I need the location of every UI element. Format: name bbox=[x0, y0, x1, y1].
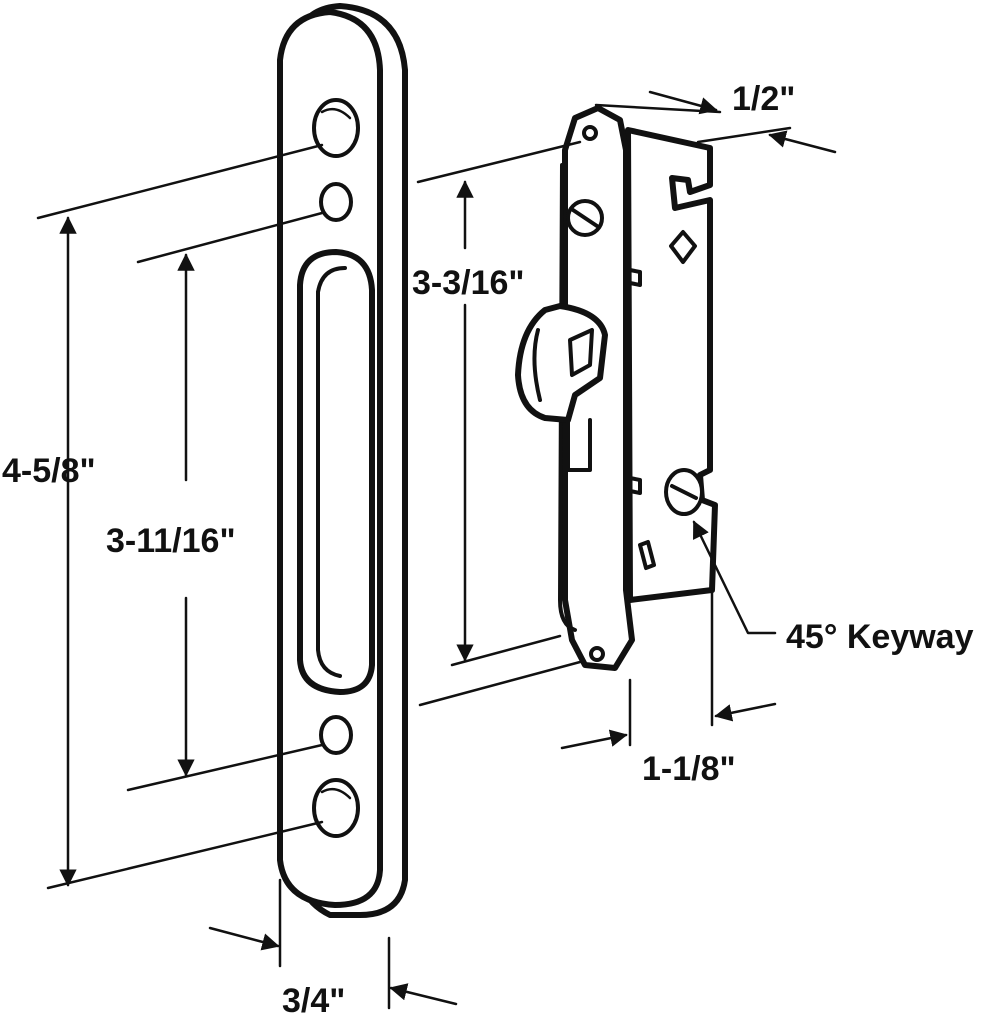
label-body-height: 3-3/16" bbox=[412, 264, 525, 302]
label-body-width: 1-1/8" bbox=[642, 750, 736, 788]
label-body-depth: 1/2" bbox=[732, 80, 795, 118]
label-slot-height: 3-11/16" bbox=[106, 522, 236, 560]
label-overall-height: 4-5/8" bbox=[2, 452, 96, 490]
dim-faceplate-width-left bbox=[208, 926, 280, 951]
strike-plate bbox=[277, 3, 408, 918]
screw-hole-bottom-small bbox=[319, 715, 353, 755]
dim-body-depth-right bbox=[768, 130, 837, 154]
dimension-labels: 4-5/8" 3-11/16" 3/4" 3-3/16" 1/2" 1-1/8"… bbox=[2, 80, 974, 1020]
keyway-leader bbox=[692, 520, 777, 635]
dim-faceplate-width-right bbox=[389, 983, 458, 1006]
dim-body-width-right bbox=[714, 702, 777, 722]
label-keyway: 45° Keyway bbox=[786, 618, 974, 656]
dimension-lines bbox=[36, 90, 837, 1010]
mortise-lock-body bbox=[515, 105, 718, 671]
dim-body-width-left bbox=[560, 729, 628, 750]
screw-hole-top-small bbox=[319, 182, 353, 222]
dim-body-depth-left bbox=[648, 90, 718, 115]
latch-slot bbox=[297, 249, 375, 695]
diamond-hole bbox=[669, 230, 697, 264]
label-faceplate-width: 3/4" bbox=[282, 982, 345, 1020]
